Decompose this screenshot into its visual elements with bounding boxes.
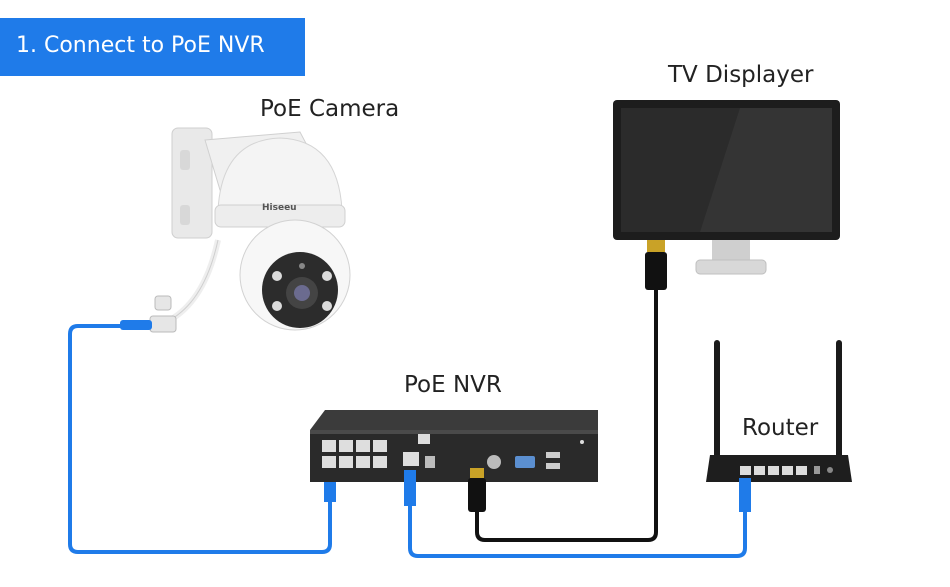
poe-camera-icon (120, 127, 351, 333)
poe-nvr-icon (310, 410, 598, 512)
camera-brand-logo: Hiseeu (262, 203, 297, 213)
ethernet-cable-camera-to-nvr (68, 324, 332, 554)
ethernet-cable-nvr-to-router (408, 505, 747, 558)
hdmi-cable-nvr-to-tv (475, 290, 658, 542)
title: 1. Connect to PoE NVR (16, 33, 265, 58)
tv-label: TV Displayer (668, 62, 814, 88)
tv-monitor-icon (613, 100, 840, 290)
camera-label: PoE Camera (260, 96, 400, 122)
router-label: Router (742, 415, 819, 441)
title-banner: 1. Connect to PoE NVR (0, 18, 305, 76)
router-icon (706, 340, 852, 512)
nvr-label: PoE NVR (404, 372, 502, 398)
